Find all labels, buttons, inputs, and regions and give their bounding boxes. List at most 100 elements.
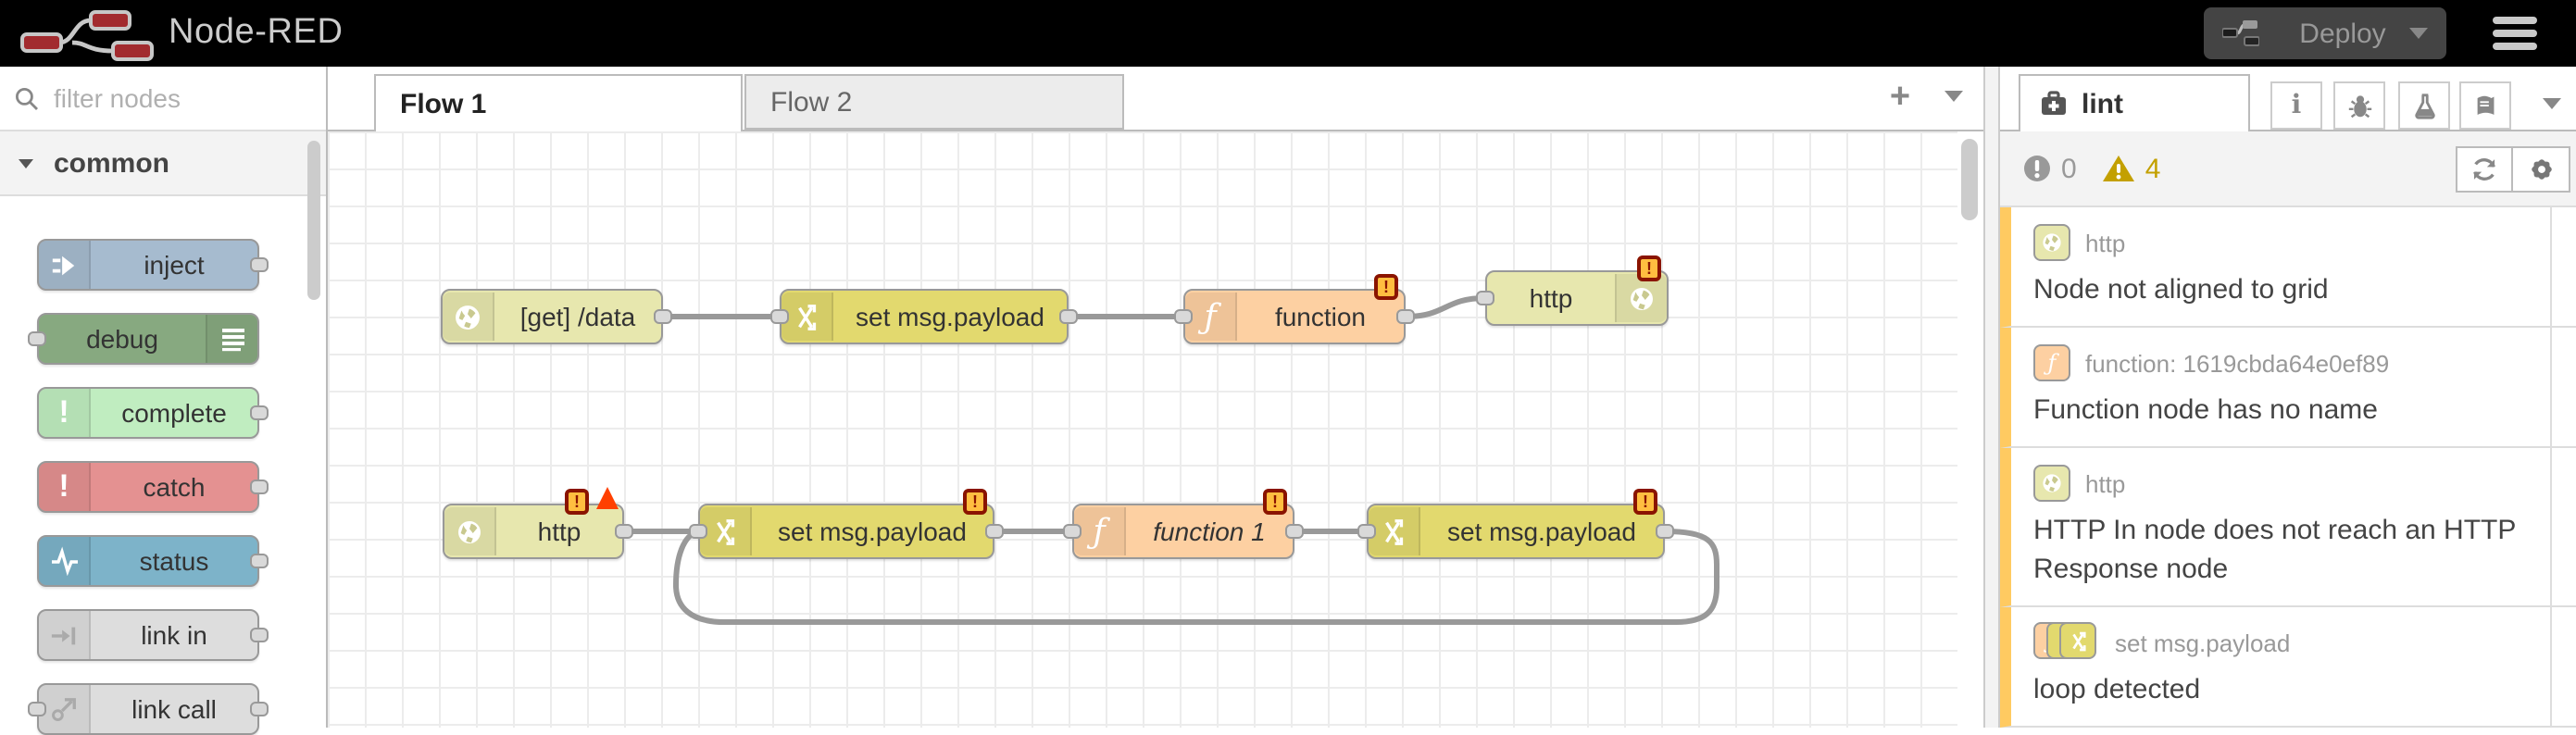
flow-node-http-in-2[interactable]: http !: [443, 487, 633, 559]
flow-wires[interactable]: [328, 131, 1983, 728]
main-menu-button[interactable]: [2493, 17, 2537, 56]
function-icon: ƒ: [1074, 507, 1126, 555]
input-port[interactable]: [770, 309, 789, 324]
sidebar: lint i 0 4: [2000, 67, 2576, 728]
output-port[interactable]: [250, 405, 269, 420]
input-port[interactable]: [689, 524, 707, 539]
tab-test[interactable]: [2398, 81, 2450, 130]
tab-lint[interactable]: lint: [2019, 74, 2250, 131]
flow-node-http-response[interactable]: http !: [1476, 255, 1669, 326]
tab-flow-1[interactable]: Flow 1: [374, 74, 743, 131]
palette-node-inject[interactable]: inject: [37, 239, 269, 291]
shuffle-icon: [700, 507, 752, 555]
lint-list-scrollbar-track: [2550, 207, 2552, 728]
flow-node-change-1[interactable]: set msg.payload: [770, 289, 1078, 344]
shuffle-icon: [782, 293, 833, 341]
inject-icon: [39, 241, 91, 289]
flow-tabbar: Flow 1 Flow 2 +: [328, 67, 1983, 131]
input-port[interactable]: [1357, 524, 1376, 539]
sidebar-resize-handle[interactable]: [1983, 67, 2000, 728]
pulse-icon: [39, 537, 91, 585]
flow-node-change-2[interactable]: set msg.payload !: [689, 489, 1004, 559]
flow-node-change-3[interactable]: set msg.payload !: [1357, 489, 1674, 559]
shuffle-icon: [1369, 507, 1420, 555]
deploy-label: Deploy: [2299, 18, 2386, 49]
tab-help[interactable]: [2459, 81, 2511, 130]
sidebar-tabs-chevron-icon[interactable]: [2543, 98, 2561, 109]
input-port[interactable]: [28, 702, 46, 716]
palette-category-common[interactable]: common: [0, 131, 326, 196]
tab-flow-2[interactable]: Flow 2: [744, 74, 1124, 130]
tab-info[interactable]: i: [2270, 81, 2322, 130]
warning-badge-icon: !: [1374, 274, 1398, 300]
output-port[interactable]: [1285, 524, 1304, 539]
output-port[interactable]: [250, 702, 269, 716]
function-node-icon: ƒ: [2033, 344, 2070, 381]
palette-node-link-in[interactable]: link in: [37, 609, 269, 661]
palette-node-complete[interactable]: ! complete: [37, 387, 269, 439]
flow-node-function-1[interactable]: ƒ function 1 !: [1063, 489, 1304, 559]
lint-issue-loop[interactable]: ƒ set msg.payload loop detected: [2000, 607, 2576, 728]
settings-button[interactable]: [2513, 146, 2570, 193]
output-port[interactable]: [1396, 309, 1415, 324]
input-port[interactable]: [28, 331, 46, 346]
gear-icon: [2531, 159, 2551, 180]
canvas-scroll-gutter: [1957, 131, 1983, 728]
node-group-icons: ƒ: [2033, 622, 2100, 663]
globe-icon: [1615, 274, 1667, 322]
refresh-icon: [2473, 158, 2495, 181]
info-icon: i: [2291, 91, 2302, 120]
search-icon: [15, 86, 38, 109]
palette-node-link-call[interactable]: link call: [28, 683, 269, 735]
link-call-icon: [39, 685, 91, 733]
warning-badge-icon: !: [1263, 489, 1287, 515]
change-node-icon: [2059, 622, 2096, 659]
output-port[interactable]: [250, 554, 269, 568]
book-icon: [2476, 94, 2494, 114]
palette-node-debug[interactable]: debug: [28, 313, 259, 365]
flow-canvas[interactable]: [get] /data set msg.payload ƒ function !: [328, 131, 1983, 728]
globe-icon: [444, 507, 496, 555]
flow-node-function[interactable]: ƒ function !: [1174, 274, 1415, 344]
flow-node-http-in-get-data[interactable]: [get] /data: [441, 289, 672, 344]
warning-badge-icon: !: [565, 489, 589, 515]
input-port[interactable]: [1476, 291, 1494, 305]
deploy-options-chevron-icon[interactable]: [2409, 28, 2428, 39]
lint-issue-http-grid[interactable]: http Node not aligned to grid: [2000, 207, 2576, 328]
input-port[interactable]: [1063, 524, 1082, 539]
refresh-button[interactable]: [2456, 146, 2513, 193]
output-port[interactable]: [250, 480, 269, 494]
output-port[interactable]: [654, 309, 672, 324]
output-port[interactable]: [615, 524, 633, 539]
palette-node-status[interactable]: status: [37, 535, 269, 587]
lint-issue-function-name[interactable]: ƒ function: 1619cbda64e0ef89 Function no…: [2000, 328, 2576, 448]
exclamation-icon: !: [39, 463, 91, 511]
app-title: Node-RED: [169, 13, 344, 52]
input-port[interactable]: [1174, 309, 1193, 324]
palette-scrollbar[interactable]: [307, 141, 320, 300]
tab-debug[interactable]: [2333, 81, 2385, 130]
output-port[interactable]: [250, 628, 269, 642]
warning-count: 4: [2145, 153, 2161, 184]
filter-nodes-input[interactable]: [50, 81, 291, 115]
output-port[interactable]: [1656, 524, 1674, 539]
canvas-vertical-scrollbar[interactable]: [1961, 139, 1978, 220]
error-count: 0: [2061, 153, 2077, 184]
workspace: Flow 1 Flow 2 +: [328, 67, 1983, 728]
exclamation-icon: !: [39, 389, 91, 437]
deploy-icon: [2222, 19, 2259, 48]
palette-node-catch[interactable]: ! catch: [37, 461, 269, 513]
deploy-button[interactable]: Deploy: [2204, 7, 2446, 59]
output-port[interactable]: [985, 524, 1004, 539]
flow-list-chevron-icon[interactable]: [1945, 91, 1963, 102]
add-flow-button[interactable]: +: [1889, 78, 1911, 117]
lint-issue-http-response[interactable]: http HTTP In node does not reach an HTTP…: [2000, 448, 2576, 607]
output-port[interactable]: [250, 257, 269, 272]
output-port[interactable]: [1059, 309, 1078, 324]
lint-issue-list: http Node not aligned to grid ƒ function…: [2000, 207, 2576, 728]
medkit-icon: [2042, 91, 2066, 115]
sidebar-tabstrip: lint i: [2000, 67, 2576, 131]
chevron-down-icon: [19, 158, 33, 168]
link-in-icon: [39, 611, 91, 659]
